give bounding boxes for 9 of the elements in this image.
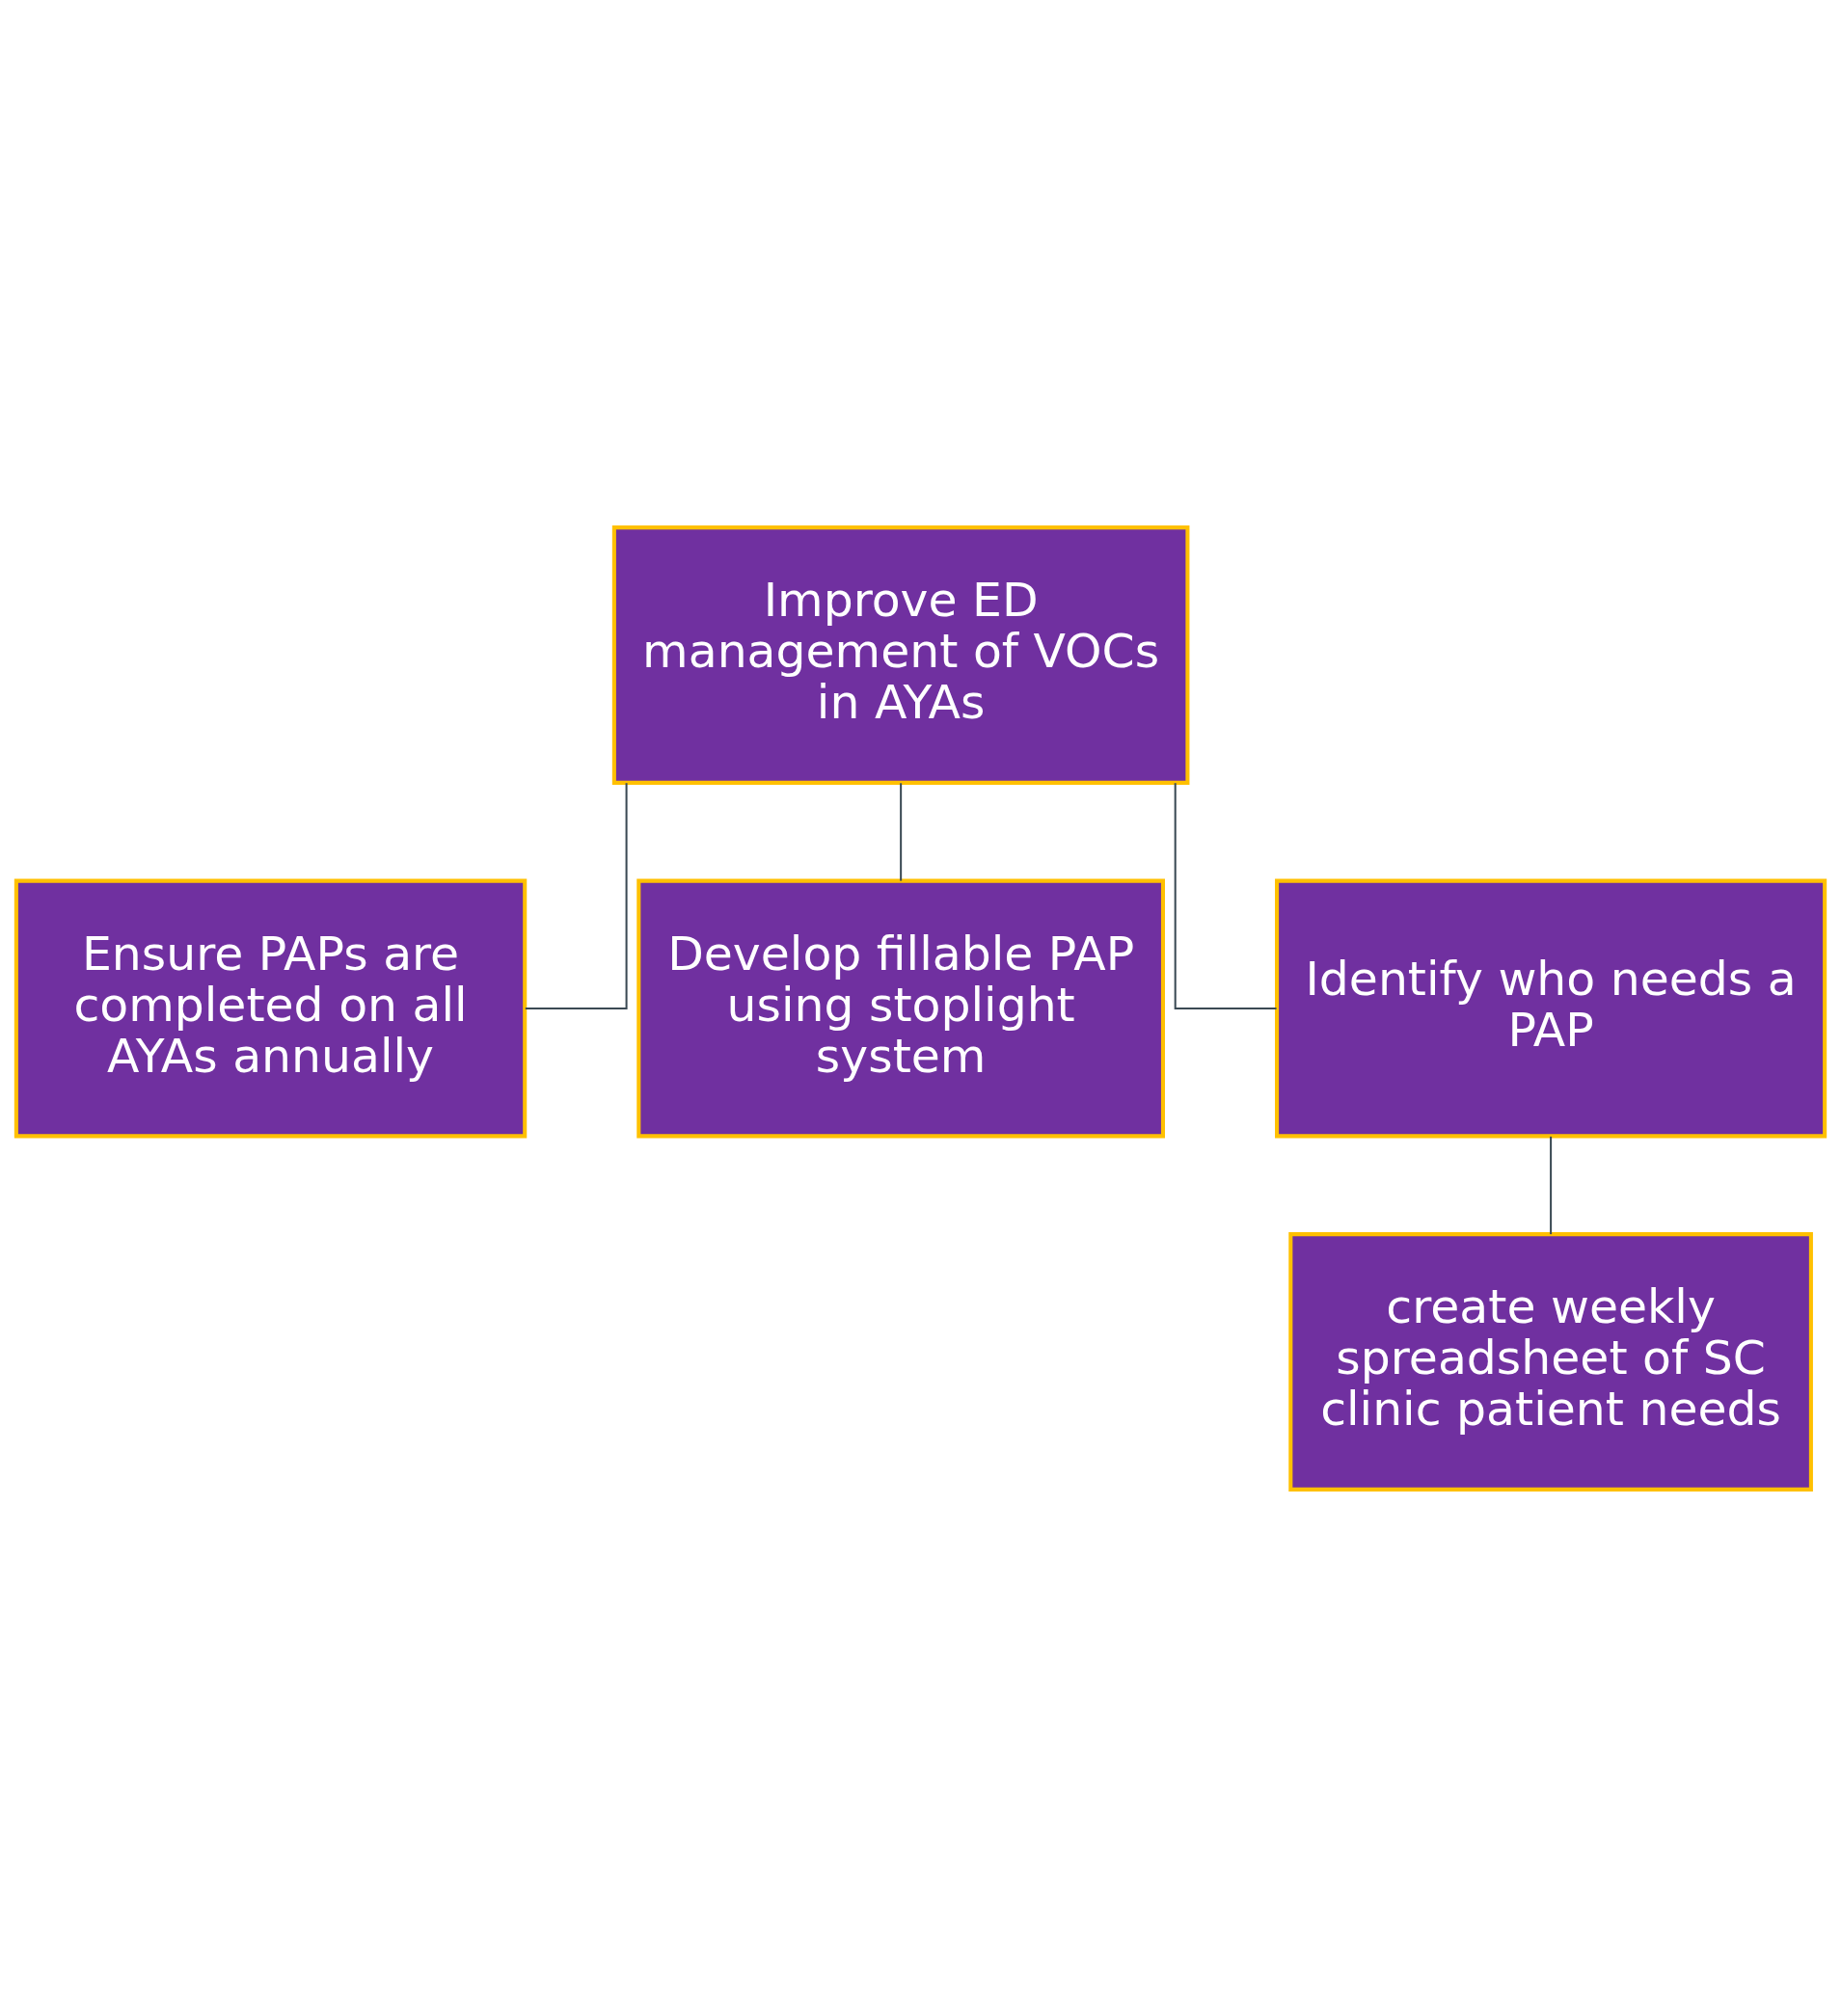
- connector: [1174, 782, 1277, 1009]
- node-box: create weekly spreadsheet of SC clinic patient needs: [1288, 1231, 1813, 1492]
- node-box: Ensure PAPs are completed on all AYAs annually: [14, 878, 528, 1138]
- node-box: Identify who needs a PAP: [1275, 878, 1827, 1138]
- node-box: Improve ED management of VOCs in AYAs: [611, 524, 1190, 785]
- connector: [525, 782, 628, 1009]
- node-box: Develop fillable PAP using stoplight system: [636, 878, 1165, 1138]
- connector: [1550, 1136, 1553, 1234]
- connector: [900, 782, 903, 881]
